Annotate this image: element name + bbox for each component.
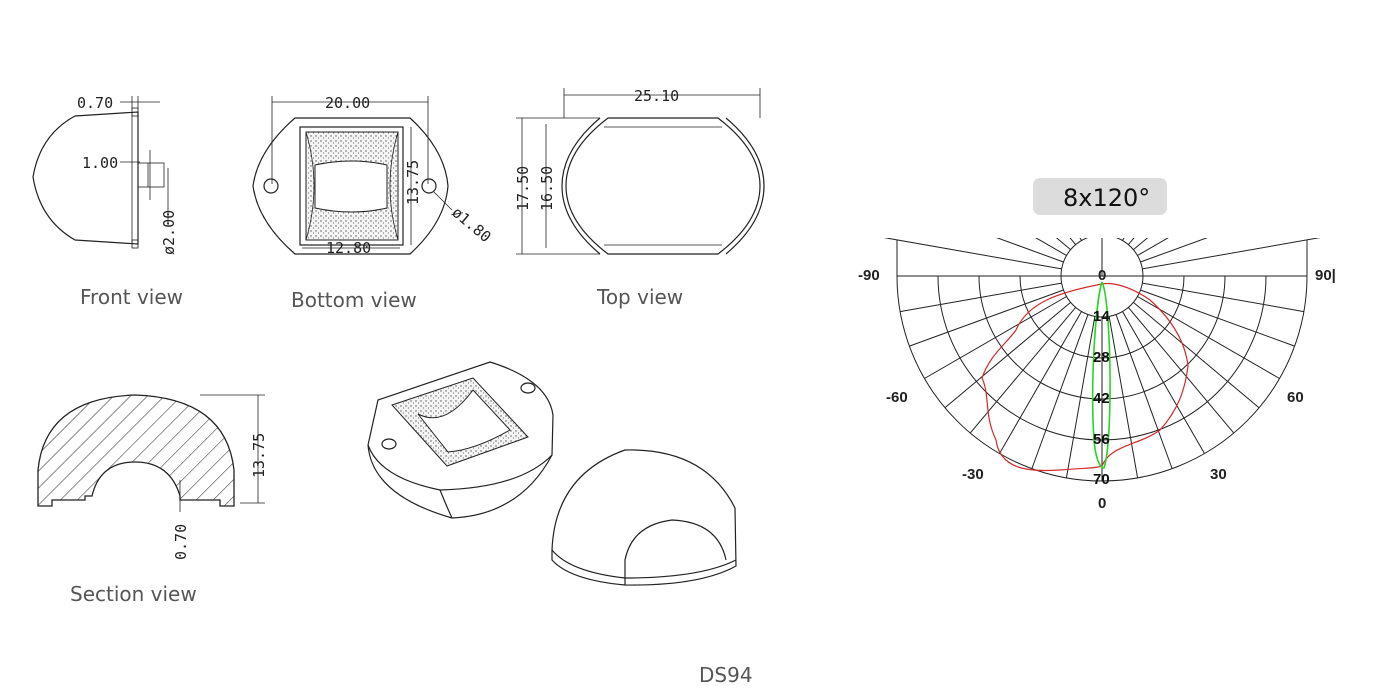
- front-view: 0.70 1.00 ø2.00 Front view: [32, 94, 183, 309]
- front-dim-1-00: 1.00: [82, 154, 118, 172]
- polar-spoke-upper: [1142, 238, 1321, 270]
- polar-spoke: [900, 282, 1062, 313]
- angle-label-90: 90|: [1315, 267, 1336, 284]
- polar-spoke: [1122, 311, 1205, 454]
- polar-spoke: [1031, 314, 1089, 469]
- top-view-label: Top view: [596, 285, 683, 309]
- angle-label-top-0: 0: [1098, 267, 1106, 284]
- section-dim-0-70: 0.70: [172, 524, 190, 560]
- polar-spoke: [1142, 282, 1304, 313]
- series-wide-curve: [981, 282, 1189, 472]
- polar-spoke-upper: [1069, 238, 1077, 245]
- beam-angle-badge: [1033, 178, 1167, 215]
- polar-grid: [883, 238, 1321, 482]
- polar-spoke: [1065, 316, 1096, 478]
- angle-label-60: 60: [1287, 389, 1304, 406]
- section-view-label: Section view: [70, 582, 197, 606]
- polar-spoke: [999, 311, 1082, 454]
- polar-spoke: [1140, 289, 1295, 347]
- ring-label-70: 70: [1093, 471, 1110, 488]
- section-view: 13.75 0.70 Section view: [37, 394, 268, 606]
- polar-spoke-upper: [1035, 238, 1067, 256]
- isometric-lens-top: [551, 449, 737, 586]
- bottom-dim-20-00: 20.00: [325, 94, 370, 112]
- angle-label-30: 30: [1210, 466, 1227, 483]
- top-dim-16-50: 16.50: [538, 166, 556, 211]
- polar-spoke: [1127, 307, 1235, 434]
- angle-label-neg-30: -30: [962, 466, 984, 483]
- series-narrow-curve: [1091, 281, 1111, 469]
- angle-label-bottom-0: 0: [1098, 495, 1106, 512]
- ring-label-42: 42: [1093, 390, 1110, 407]
- bottom-dim-dia-1-80: ø1.80: [448, 203, 494, 246]
- polar-spoke-upper: [883, 238, 1062, 270]
- angle-label-neg-90: -90: [858, 267, 880, 284]
- bottom-view-label: Bottom view: [291, 288, 417, 312]
- polar-spoke-upper: [996, 238, 1064, 263]
- top-dim-25-10: 25.10: [634, 87, 679, 105]
- top-dim-17-50: 17.50: [514, 166, 532, 211]
- bottom-view: 20.00 13.75 12.80 ø1.80 Bottom view: [252, 94, 495, 312]
- isometric-lens-bottom: [367, 361, 554, 519]
- bottom-dim-13-75: 13.75: [404, 160, 422, 205]
- polar-diagram: 8x120° -90 90| -60 60 -30 30 0 0 14 28 4…: [858, 178, 1336, 512]
- ring-label-56: 56: [1093, 431, 1110, 448]
- front-dim-dia-2-00: ø2.00: [160, 210, 178, 255]
- section-dim-13-75: 13.75: [250, 433, 268, 478]
- polar-spoke: [1108, 316, 1139, 478]
- front-view-label: Front view: [80, 285, 183, 309]
- top-view: 25.10 17.50 16.50 Top view: [514, 87, 765, 309]
- polar-spoke: [909, 289, 1064, 347]
- beam-angle-label: 8x120°: [1063, 184, 1150, 212]
- polar-spoke: [1115, 314, 1173, 469]
- ring-label-28: 28: [1093, 349, 1110, 366]
- polar-spoke-upper: [1140, 238, 1208, 263]
- front-dim-0-70: 0.70: [77, 94, 113, 112]
- polar-ring-upper: [1060, 238, 1144, 277]
- polar-spoke: [944, 301, 1071, 409]
- polar-spoke: [969, 307, 1077, 434]
- model-name: DS94: [699, 663, 753, 687]
- bottom-dim-12-80: 12.80: [326, 239, 371, 257]
- angle-label-neg-60: -60: [886, 389, 908, 406]
- ring-label-14: 14: [1093, 308, 1110, 325]
- polar-spoke-upper: [1127, 238, 1135, 245]
- polar-spoke: [1133, 301, 1260, 409]
- polar-spoke: [1137, 296, 1280, 379]
- polar-spoke: [924, 296, 1067, 379]
- polar-spoke-upper: [1137, 238, 1169, 256]
